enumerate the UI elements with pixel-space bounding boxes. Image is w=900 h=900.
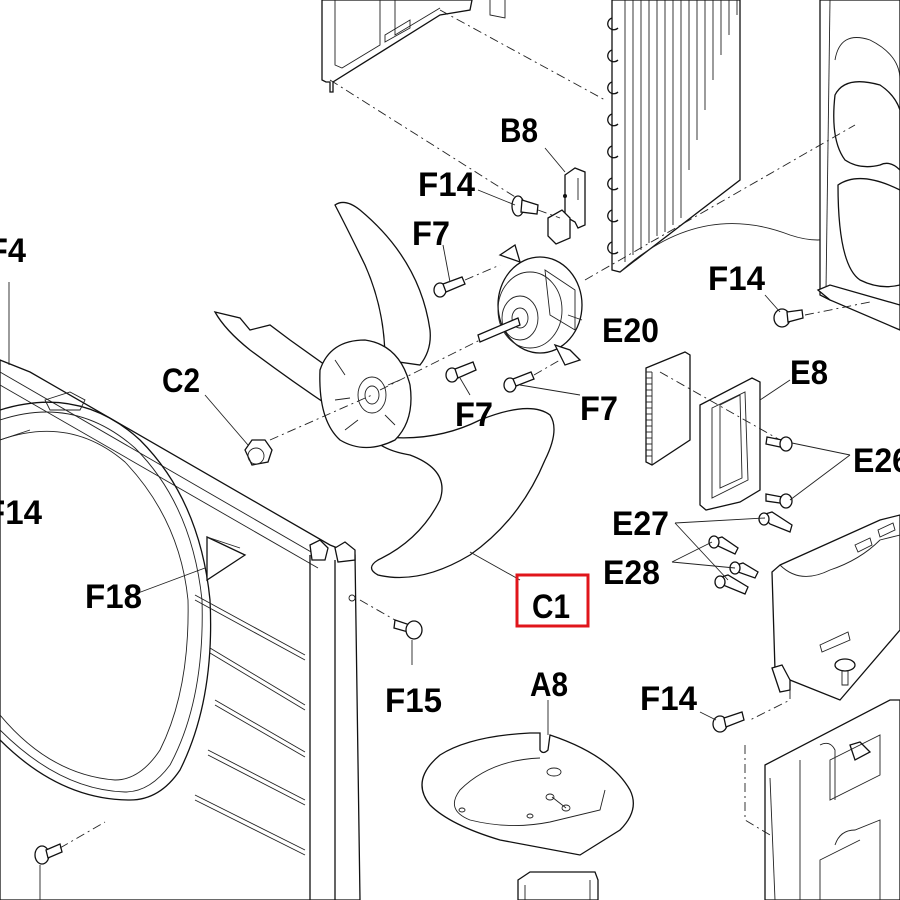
screw-f14-bottom	[712, 711, 745, 733]
screw-f7-mid	[445, 361, 477, 383]
heat-exchanger-coil	[607, 0, 841, 273]
part-labels: B8 F14 F7 F4 C2 E20 F14 E8 F7 F7 E26 F14…	[0, 112, 900, 720]
screw-f7-top	[433, 276, 466, 298]
screw-f15	[393, 619, 423, 640]
top-frame-panel	[321, 0, 506, 93]
label-b8: B8	[500, 112, 538, 150]
fan-motor-e20	[477, 243, 583, 366]
label-e28: E28	[603, 554, 660, 592]
screw-bottom-left	[34, 843, 63, 865]
label-e27: E27	[612, 505, 669, 543]
flange-nut-c2	[244, 439, 273, 466]
fan-propeller-c1	[213, 201, 555, 579]
label-e20: E20	[602, 312, 659, 350]
label-f14-bottom: F14	[640, 680, 697, 718]
screw-f14-top	[511, 195, 539, 217]
label-e8: E8	[790, 354, 828, 392]
bottom-part	[517, 871, 599, 900]
label-c2: C2	[162, 362, 200, 400]
label-f4: F4	[0, 232, 26, 270]
lower-frame	[764, 699, 900, 900]
screw-e26-lower	[765, 493, 793, 509]
label-f18: F18	[85, 578, 142, 616]
side-frame	[816, 0, 900, 331]
label-f14-left: F14	[0, 494, 42, 532]
screw-f14-right	[773, 308, 804, 328]
label-f7-top: F7	[412, 215, 450, 253]
grille-slats	[194, 594, 306, 856]
label-f15: F15	[385, 682, 442, 720]
drain-plate-a8	[421, 732, 634, 856]
screw-e26-upper	[765, 436, 793, 452]
heat-sink-e8	[645, 351, 761, 511]
front-panel-f4	[0, 359, 361, 900]
label-f14-right: F14	[708, 260, 765, 298]
coil-hairpins	[607, 17, 619, 255]
logo-plate-f18	[206, 535, 247, 582]
highlight-box-c1	[515, 573, 590, 628]
label-f7-right: F7	[580, 390, 618, 428]
electrical-box	[771, 514, 900, 701]
leader-lines	[0, 147, 851, 900]
label-c1: C1	[532, 588, 570, 626]
label-a8: A8	[530, 666, 568, 704]
bracket-b8	[547, 167, 586, 245]
screw-f7-right	[503, 371, 535, 393]
label-e26: E26	[853, 442, 900, 480]
label-f14-top: F14	[418, 166, 475, 204]
label-f7-mid: F7	[455, 396, 493, 434]
spacers-e27-e28	[708, 511, 793, 595]
